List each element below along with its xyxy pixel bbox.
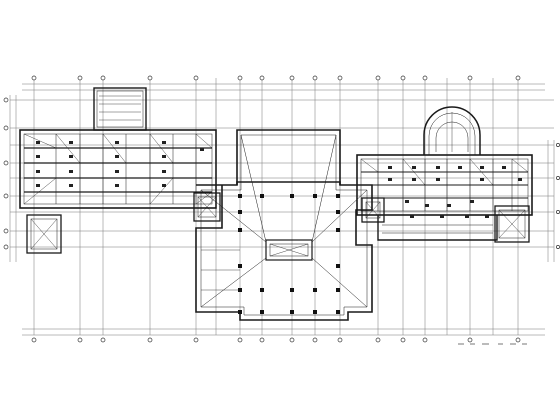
grid-axis-markers-top xyxy=(31,75,521,81)
left-wing xyxy=(19,87,217,254)
legend-marks xyxy=(458,343,527,345)
grid-axis-markers-bottom xyxy=(31,337,521,343)
right-wing xyxy=(356,106,533,243)
central-block xyxy=(193,129,373,321)
central-columns xyxy=(238,194,340,314)
left-wing-annotations xyxy=(36,141,204,187)
right-wing-annotations xyxy=(388,166,522,218)
